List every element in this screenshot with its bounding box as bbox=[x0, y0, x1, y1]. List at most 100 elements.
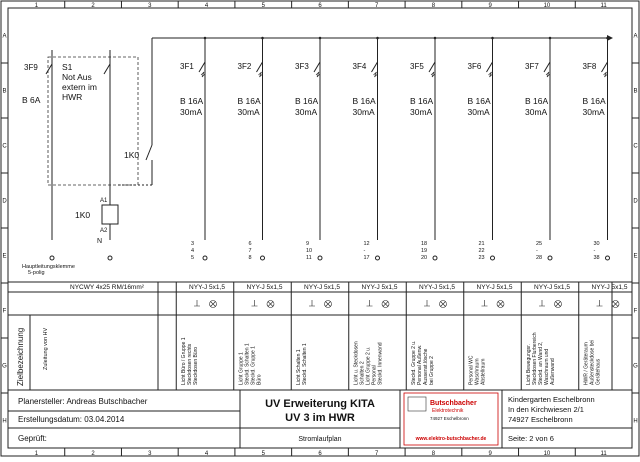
lamp-cross bbox=[267, 301, 274, 307]
lamp-cross bbox=[325, 301, 331, 307]
cable-type: NYY-J 5x1,5 bbox=[534, 284, 570, 291]
cable-type: NYY-J 5x1,5 bbox=[362, 284, 398, 291]
terminal-number: 7 bbox=[249, 248, 252, 254]
circuit-description: Abstellraum bbox=[481, 359, 487, 385]
bus-node bbox=[548, 36, 552, 40]
row-label-right: A bbox=[633, 34, 637, 40]
col-label-bottom: 9 bbox=[489, 451, 493, 457]
col-label-top: 9 bbox=[489, 3, 493, 9]
row-label-left: E bbox=[2, 254, 6, 260]
bus-node bbox=[433, 36, 437, 40]
lamp-cross bbox=[612, 301, 619, 307]
terminal-number: 28 bbox=[536, 255, 542, 261]
breaker-switch-icon bbox=[543, 61, 551, 73]
rcd-icon bbox=[430, 71, 436, 78]
3f9-switch-icon bbox=[45, 63, 53, 75]
row-label-right: C bbox=[633, 144, 638, 150]
lamp-cross bbox=[382, 301, 389, 307]
breaker-rating: B 16A bbox=[468, 96, 491, 106]
terminal-number: 3 bbox=[191, 241, 194, 247]
terminal-number: 9 bbox=[306, 241, 309, 247]
terminal-number: - bbox=[364, 248, 366, 254]
3f9-rating: B 6A bbox=[22, 95, 41, 105]
breaker-rcd: 30mA bbox=[525, 107, 548, 117]
terminal-number: 19 bbox=[421, 248, 427, 254]
col-label-top: 11 bbox=[601, 3, 608, 9]
terminal-number: 22 bbox=[479, 248, 485, 254]
col-label-bottom: 10 bbox=[544, 451, 551, 457]
breaker-rating: B 16A bbox=[353, 96, 376, 106]
breaker-rcd: 30mA bbox=[238, 107, 261, 117]
rcd-icon bbox=[315, 71, 321, 78]
lamp-cross bbox=[555, 301, 561, 307]
col-label-bottom: 11 bbox=[601, 451, 608, 457]
title-1: UV Erweiterung KITA bbox=[265, 398, 375, 410]
breaker-switch-icon bbox=[428, 61, 436, 73]
coil-a2: A2 bbox=[100, 228, 108, 234]
logo-name: Butschbacher bbox=[430, 400, 477, 407]
terminal-icon bbox=[547, 255, 553, 261]
row-label-right: G bbox=[633, 364, 638, 370]
rcd-icon bbox=[258, 71, 263, 78]
circuit-description: Personal Außenw. bbox=[417, 345, 423, 385]
breaker-rating: B 16A bbox=[238, 96, 261, 106]
terminal-icon bbox=[432, 255, 438, 261]
client-1: Kindergarten Eschelbronn bbox=[508, 395, 595, 404]
col-label-top: 6 bbox=[318, 3, 322, 9]
lamp-icon bbox=[266, 300, 275, 308]
circuit-description: Licht Gruppe 2 u. bbox=[366, 347, 372, 385]
terminal-icon bbox=[317, 255, 323, 261]
page-number: Seite: 2 von 6 bbox=[508, 434, 554, 443]
terminal-number: 21 bbox=[479, 241, 485, 247]
s1-line-1: Not Aus bbox=[62, 72, 92, 82]
lamp-icon bbox=[381, 300, 390, 308]
breaker-rating: B 16A bbox=[180, 96, 203, 106]
lamp-cross bbox=[497, 301, 504, 307]
col-label-bottom: 3 bbox=[148, 451, 152, 457]
row-label-left: G bbox=[2, 364, 7, 370]
terminal-icon bbox=[375, 255, 380, 261]
3f9-label: 3F9 bbox=[24, 63, 38, 72]
circuit-description: Gerätehaus bbox=[596, 358, 602, 385]
1k0-contact-icon bbox=[145, 144, 153, 161]
bus-node bbox=[491, 36, 494, 40]
circuit-description: Schalten 2 bbox=[360, 361, 366, 385]
col-label-top: 1 bbox=[35, 3, 39, 9]
client-2: In den Kirchwiesen 2/1 bbox=[508, 405, 584, 414]
breaker-id: 3F5 bbox=[410, 62, 424, 71]
circuit-description: bei Gruppe 2 bbox=[429, 356, 435, 385]
logo-url: www.elektro-butschbacher.de bbox=[415, 436, 487, 442]
breaker-id: 3F6 bbox=[468, 62, 482, 71]
checked: Geprüft: bbox=[18, 434, 47, 443]
coil-neutral: N bbox=[97, 238, 102, 245]
row-label-left: A bbox=[2, 34, 6, 40]
rcd-icon bbox=[545, 71, 551, 78]
breaker-id: 3F2 bbox=[238, 62, 252, 71]
col-label-top: 10 bbox=[544, 3, 551, 9]
logo-icon bbox=[407, 396, 427, 412]
bus-node bbox=[376, 36, 379, 40]
circuit-description: Steckd. Gruppe 1 bbox=[251, 346, 257, 385]
breaker-rcd: 30mA bbox=[353, 107, 376, 117]
terminal-number: 6 bbox=[249, 241, 252, 247]
cable-type: NYY-J 5x1,5 bbox=[477, 284, 513, 291]
circuit-description: Licht u. Steckdosen bbox=[354, 341, 360, 385]
terminal-number: 8 bbox=[249, 255, 252, 261]
s1-label: S1 bbox=[62, 62, 73, 72]
bus-node bbox=[203, 36, 207, 40]
terminal-number: - bbox=[536, 248, 538, 254]
breaker-rcd: 30mA bbox=[180, 107, 203, 117]
cable-type: NYY-J 5x1,5 bbox=[189, 284, 225, 291]
terminal-number: 11 bbox=[306, 255, 312, 261]
terminal-icon bbox=[260, 255, 265, 261]
breaker-id: 3F4 bbox=[353, 62, 367, 71]
circuit-description: Steckd. Schalten 1 bbox=[302, 343, 308, 385]
col-label-bottom: 5 bbox=[262, 451, 266, 457]
terminal-icon bbox=[605, 255, 610, 261]
terminal-number: 38 bbox=[594, 255, 600, 261]
cable-type: NYY-J 5x1,5 bbox=[304, 284, 340, 291]
breaker-rcd: 30mA bbox=[583, 107, 606, 117]
col-label-top: 5 bbox=[262, 3, 266, 9]
